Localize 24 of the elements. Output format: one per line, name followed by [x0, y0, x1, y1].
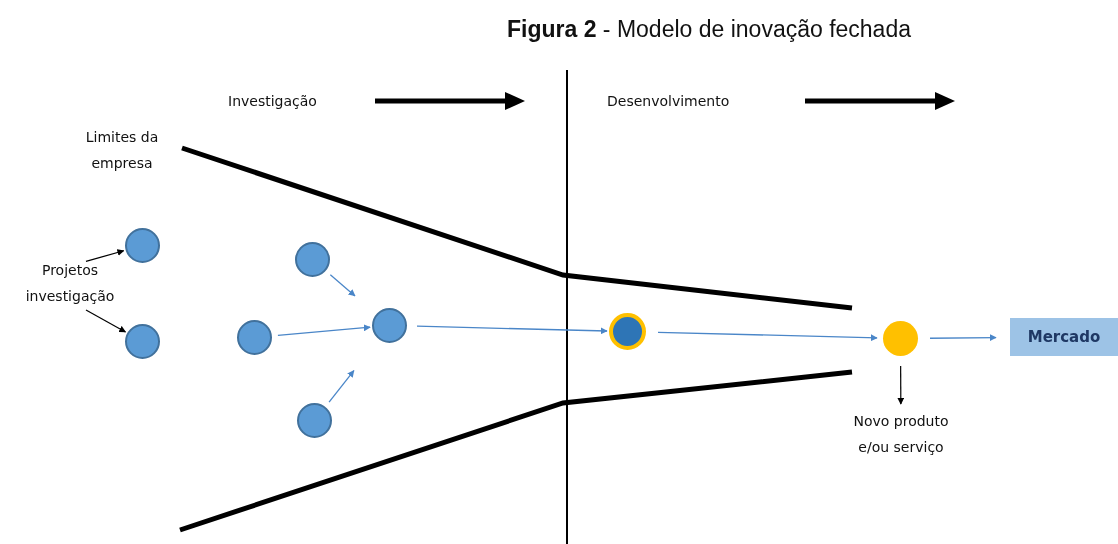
- arrow: [897, 365, 905, 405]
- market-box: Mercado: [1010, 318, 1118, 356]
- arrow: [657, 331, 878, 342]
- callout-text: Projetos investigação: [20, 257, 120, 309]
- project-circle: [125, 324, 160, 359]
- figure-title: Figura 2 - Modelo de inovação fechada: [506, 16, 912, 43]
- product-circle: [883, 321, 918, 356]
- arrow: [329, 274, 356, 297]
- project-circle: [237, 320, 272, 355]
- project-circle: [297, 403, 332, 438]
- arrow: [277, 324, 371, 337]
- phase-label: Investigação: [228, 92, 318, 111]
- arrow: [85, 309, 127, 333]
- ringed-circle: [609, 313, 646, 350]
- arrow: [328, 370, 355, 403]
- boundary-label: Limites da empresa: [84, 128, 160, 173]
- phase-label: Desenvolvimento: [607, 92, 731, 111]
- caption-text: Novo produto e/ou serviço: [845, 408, 957, 460]
- arrow: [85, 249, 125, 262]
- project-circle: [125, 228, 160, 263]
- arrow: [416, 325, 608, 335]
- project-circle: [295, 242, 330, 277]
- arrow: [929, 334, 997, 342]
- project-circle: [372, 308, 407, 343]
